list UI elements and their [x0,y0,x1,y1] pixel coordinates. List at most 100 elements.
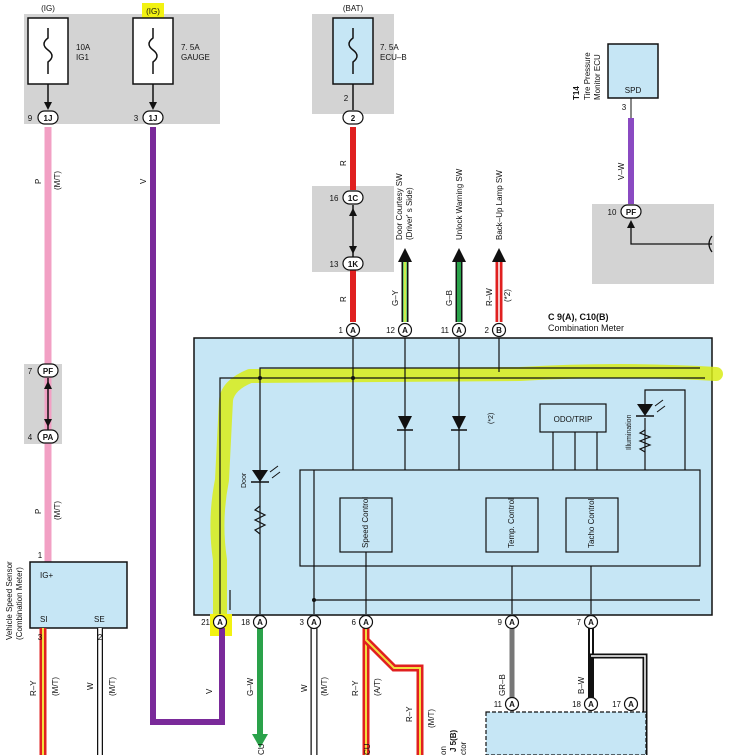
bw-w-left-note: (M/T) [108,677,117,696]
conn-pf-left: PF [37,363,59,378]
meter-illum: Illumination [626,414,633,450]
meter-bottom-pin-num-3: 6 [352,618,357,627]
arrow-backup [492,248,506,262]
c-tpf-label: PF [626,208,636,217]
bw-grb: GR–B [498,674,507,696]
ig1-name: IG1 [76,53,89,62]
meter-top-pin-num-1: 12 [386,326,395,335]
junction-c1-k1-link [349,205,357,257]
wire-violet-label: V [139,178,148,184]
bw-ry-mid-note: (A/T) [373,678,382,696]
meter-door: Door [241,472,248,488]
cut-on: on [439,746,448,755]
ig1-rating: 10A [76,43,91,52]
tpms-name1: Tire Pressure [583,52,592,100]
meter-top-pin-3 [491,322,507,338]
node-dot-2 [351,376,355,380]
meter-subtitle: Combination Meter [548,323,624,333]
arrow-gw [252,734,268,748]
node-dot-1 [312,598,316,602]
temp-control-box [485,497,539,553]
conn-1c: 1C [342,190,364,205]
j5-pin-1-letter: A [588,700,594,709]
bw-ry-branch: R–Y [405,706,414,722]
meter-top-pin-2 [451,322,467,338]
wire-gy-label: G–Y [391,289,400,306]
vss-pin-se: 2 [98,633,103,642]
vss-se: SE [94,615,105,624]
wire-violet [150,127,225,725]
gauge-rating: 7. 5A [181,43,200,52]
wire-rw-note: (*2) [503,289,512,302]
meter-bottom-pin-4-letter: A [509,618,515,627]
out-unlock: Unlock Warning SW [455,168,464,240]
meter-bottom-pin-5-letter: A [588,618,594,627]
ecub-rating: 7. 5A [380,43,399,52]
pf-left-pin: 7 [28,367,33,376]
gauge-pin: 3 [134,114,139,123]
fuse-ig1 [27,17,69,110]
meter-bottom-pin-5 [583,614,599,630]
meter-top-pin-1-letter: A [402,326,408,335]
c-1k-label: 1K [348,260,358,269]
meter-bottom-pin-1-letter: A [257,618,263,627]
gauge-supply: (IG) [146,7,160,16]
bw-w-mid-note: (M/T) [320,677,329,696]
j5-pin-2 [623,696,639,712]
tacho-control-label: Tacho Control [587,498,596,548]
conn-pa-left: PA [37,429,59,444]
wire-ry-branch-stripe [365,639,421,755]
vss-box [29,561,128,629]
arrow-unlock [452,248,466,262]
meter-bottom-pin-num-5: 7 [577,618,582,627]
conn-1k: 1K [342,256,364,271]
temp-control-label: Temp. Control [507,498,516,548]
meter-bottom-pin-num-4: 9 [498,618,503,627]
tpms-ecu-box [607,43,659,118]
bw-w-left: W [86,682,95,690]
gauge-name: GAUGE [181,53,210,62]
tacho-control-box [565,497,619,553]
c-gauge-label: 1J [149,114,158,123]
j5-box [485,711,647,755]
ecub-name: ECU–B [380,53,407,62]
meter-top-pin-2-letter: A [456,326,462,335]
meter-bottom-pin-3-letter: A [363,618,369,627]
ig1-pin: 9 [28,114,33,123]
tpms-wire: V–W [617,162,626,180]
meter-bottom-pin-0-letter: A [217,618,223,627]
wire-pink-lower-note: (M/T) [53,501,62,520]
illumination-resistor-icon [638,429,652,453]
fuse-ecub [332,17,374,110]
meter-bottom-pin-2-letter: A [311,618,317,627]
j5-pin-2-letter: A [628,700,634,709]
ecub-pin: 2 [344,94,349,103]
junction-pf-pa-link [44,378,52,430]
conn-gauge: 1J [142,110,164,125]
pa-left-pin: 4 [28,433,33,442]
speed-control-label: Speed Control [361,497,370,548]
conn-tpms-pf: PF [620,204,642,219]
out-door: Door Courtesy SW [395,173,404,240]
door-resistor-icon [253,505,267,535]
wire-rw-label: R–W [485,288,494,306]
meter-bottom-pin-4 [504,614,520,630]
meter-bottom-pin-num-2: 3 [300,618,305,627]
arrow-door [398,248,412,262]
out-door-sub: (Driver' s Side) [405,187,414,240]
bw-ry-left-note: (M/T) [51,677,60,696]
meter-bottom-pin-3 [358,614,374,630]
meter-odo: ODO/TRIP [554,415,593,424]
c-pa-label: PA [43,433,54,442]
cut-cu2: CU [363,743,372,755]
highlight-ig [142,3,164,18]
c-1c-label: 1C [348,194,358,203]
c-pf-label: PF [43,367,53,376]
speed-control-box [339,497,393,553]
tpms-jpin: 10 [608,208,617,217]
k1-pin: 13 [330,260,339,269]
vss-pin-si: 3 [38,633,43,642]
wire-red-upper-label: R [339,160,348,166]
diode-door [451,416,467,431]
